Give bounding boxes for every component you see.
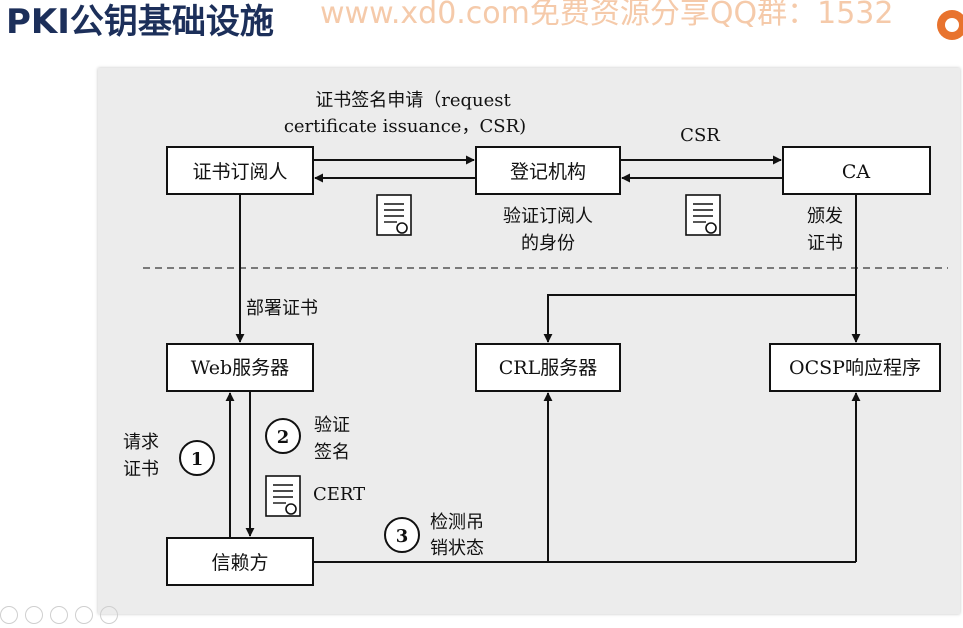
certificate-icon xyxy=(376,194,412,236)
certificate-icon xyxy=(685,194,721,236)
label-verify-identity-line1: 验证订阅人 xyxy=(503,206,593,227)
label-verify-identity-line2: 的身份 xyxy=(521,233,575,254)
more-icon[interactable] xyxy=(100,606,118,624)
node-ocsp: OCSP响应程序 xyxy=(769,343,941,392)
label-cert: CERT xyxy=(313,484,365,505)
node-ca-label: CA xyxy=(842,161,871,183)
pen-icon[interactable] xyxy=(25,606,43,624)
label-issue-cert-line1: 颁发 xyxy=(807,206,843,227)
node-relying-party: 信赖方 xyxy=(166,537,314,586)
node-ocsp-label: OCSP响应程序 xyxy=(789,357,921,379)
node-web-server: Web服务器 xyxy=(166,343,314,392)
label-deploy-cert: 部署证书 xyxy=(246,298,318,319)
step-1-number: 1 xyxy=(191,449,204,470)
label-request-cert-line1: 请求 xyxy=(123,432,159,453)
node-crl-server-label: CRL服务器 xyxy=(499,357,597,379)
label-issue-cert-line2: 证书 xyxy=(807,233,843,254)
page-title: PKI公钥基础设施 xyxy=(6,2,274,42)
label-csr: CSR xyxy=(680,125,720,146)
step-2-number: 2 xyxy=(277,427,290,448)
label-csr-request-line2: certificate issuance，CSR) xyxy=(284,116,526,137)
node-subscriber: 证书订阅人 xyxy=(166,146,314,195)
label-request-cert-line2: 证书 xyxy=(123,459,159,480)
slide-controls xyxy=(0,606,170,625)
label-verify-sig-line2: 签名 xyxy=(314,442,350,463)
certificate-icon xyxy=(265,475,301,517)
node-ra-label: 登记机构 xyxy=(510,161,586,183)
label-check-revocation-line2: 销状态 xyxy=(430,538,484,559)
label-check-revocation-line1: 检测吊 xyxy=(430,512,484,533)
label-csr-request-line1: 证书签名申请（request xyxy=(315,90,511,111)
previous-icon[interactable] xyxy=(0,606,18,624)
label-verify-sig-line1: 验证 xyxy=(314,415,350,436)
slides-icon[interactable] xyxy=(50,606,68,624)
step-2-badge: 2 xyxy=(265,418,301,454)
arrow-ca-to-crl xyxy=(543,294,856,343)
node-relying-party-label: 信赖方 xyxy=(211,552,268,574)
node-web-server-label: Web服务器 xyxy=(191,357,289,379)
node-crl-server: CRL服务器 xyxy=(475,343,621,392)
watermark: www.xd0.com免费资源分享QQ群：1532 xyxy=(320,0,894,31)
node-ca: CA xyxy=(782,146,931,195)
logo-icon xyxy=(937,10,963,40)
step-1-badge: 1 xyxy=(179,440,215,476)
zoom-icon[interactable] xyxy=(75,606,93,624)
node-ra: 登记机构 xyxy=(475,146,621,195)
node-subscriber-label: 证书订阅人 xyxy=(192,161,287,183)
step-3-badge: 3 xyxy=(384,517,420,553)
step-3-number: 3 xyxy=(396,526,409,547)
